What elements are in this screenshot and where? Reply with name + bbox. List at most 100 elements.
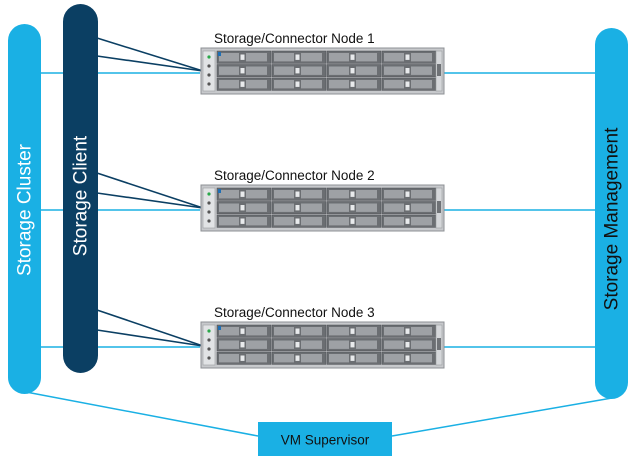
drive-grille [274, 203, 294, 212]
drive-grille [356, 340, 377, 349]
storage-client-pill [63, 4, 98, 373]
server-latch-icon [437, 338, 441, 350]
storage-management-pill [595, 28, 628, 399]
drive-grille [329, 53, 349, 62]
storage-management-label: Storage Management [602, 127, 623, 310]
drive-latch-icon [295, 205, 300, 211]
drive-grille [356, 354, 377, 363]
drive-latch-icon [295, 54, 300, 60]
drive-grille [356, 80, 377, 89]
server-latch-icon [437, 201, 441, 213]
drive-latch-icon [350, 205, 355, 211]
drive-grille [301, 354, 322, 363]
drive-latch-icon [240, 328, 245, 334]
drive-grille [356, 203, 377, 212]
client-link-node-2b [96, 192, 204, 209]
drive-grille [219, 354, 239, 363]
status-led-icon [207, 210, 211, 214]
drive-grille [274, 80, 294, 89]
drive-latch-icon [240, 68, 245, 74]
drive-latch-icon [405, 205, 410, 211]
drive-grille [301, 53, 322, 62]
drive-grille [219, 53, 239, 62]
drive-grille [301, 217, 322, 226]
drive-grille [219, 80, 239, 89]
client-link-node-1b [96, 55, 204, 72]
drive-indicator-icon [218, 52, 221, 56]
drive-grille [329, 354, 349, 363]
drive-grille [384, 340, 404, 349]
drive-latch-icon [240, 191, 245, 197]
drive-latch-icon [350, 54, 355, 60]
drive-grille [274, 53, 294, 62]
drive-grille [274, 217, 294, 226]
drive-grille [356, 327, 377, 336]
drive-latch-icon [350, 328, 355, 334]
storage-client-bar: Storage Client [63, 4, 98, 373]
drive-grille [329, 340, 349, 349]
status-led-icon [207, 64, 211, 68]
drive-latch-icon [295, 218, 300, 224]
drive-grille [411, 217, 432, 226]
drive-grille [329, 327, 349, 336]
status-led-icon [207, 73, 211, 77]
drive-latch-icon [405, 328, 410, 334]
status-led-icon [207, 356, 211, 360]
status-led-icon [207, 82, 211, 86]
drive-grille [411, 190, 432, 199]
drive-grille [356, 66, 377, 75]
drive-grille [384, 80, 404, 89]
drive-grille [274, 190, 294, 199]
storage-node-3 [200, 321, 445, 369]
drive-grille [246, 203, 267, 212]
drive-latch-icon [405, 81, 410, 87]
drive-grille [246, 327, 267, 336]
supervisor-link-management [391, 397, 613, 437]
drive-latch-icon [295, 342, 300, 348]
drive-grille [329, 66, 349, 75]
drive-grille [356, 53, 377, 62]
drive-grille [411, 66, 432, 75]
drive-grille [384, 53, 404, 62]
drive-grille [219, 327, 239, 336]
drive-grille [411, 354, 432, 363]
drive-latch-icon [405, 54, 410, 60]
node-2-title: Storage/Connector Node 2 [214, 168, 375, 183]
status-led-icon [207, 219, 211, 223]
drive-latch-icon [240, 54, 245, 60]
status-led-icon [207, 192, 211, 196]
drive-latch-icon [295, 355, 300, 361]
status-led-icon [207, 347, 211, 351]
drive-latch-icon [240, 355, 245, 361]
storage-cluster-pill [8, 24, 41, 394]
drive-latch-icon [240, 342, 245, 348]
drive-grille [384, 190, 404, 199]
drive-indicator-icon [218, 326, 221, 330]
status-led-icon [207, 338, 211, 342]
drive-grille [411, 53, 432, 62]
client-link-node-3a [96, 309, 204, 347]
drive-grille [329, 190, 349, 199]
drive-latch-icon [350, 342, 355, 348]
storage-cluster-bar: Storage Cluster [8, 24, 41, 394]
drive-grille [246, 53, 267, 62]
supervisor-links [25, 391, 613, 437]
drive-grille [411, 80, 432, 89]
drive-latch-icon [405, 355, 410, 361]
drive-latch-icon [405, 342, 410, 348]
drive-latch-icon [240, 81, 245, 87]
drive-latch-icon [240, 218, 245, 224]
drive-grille [219, 66, 239, 75]
drive-latch-icon [350, 218, 355, 224]
drive-latch-icon [350, 355, 355, 361]
client-link-node-2a [96, 172, 204, 209]
server-control-panel [202, 324, 216, 366]
drive-grille [411, 340, 432, 349]
drive-grille [246, 217, 267, 226]
drive-grille [301, 340, 322, 349]
drive-latch-icon [295, 191, 300, 197]
node-3-title: Storage/Connector Node 3 [214, 305, 375, 320]
drive-latch-icon [405, 218, 410, 224]
management-links [444, 72, 596, 348]
